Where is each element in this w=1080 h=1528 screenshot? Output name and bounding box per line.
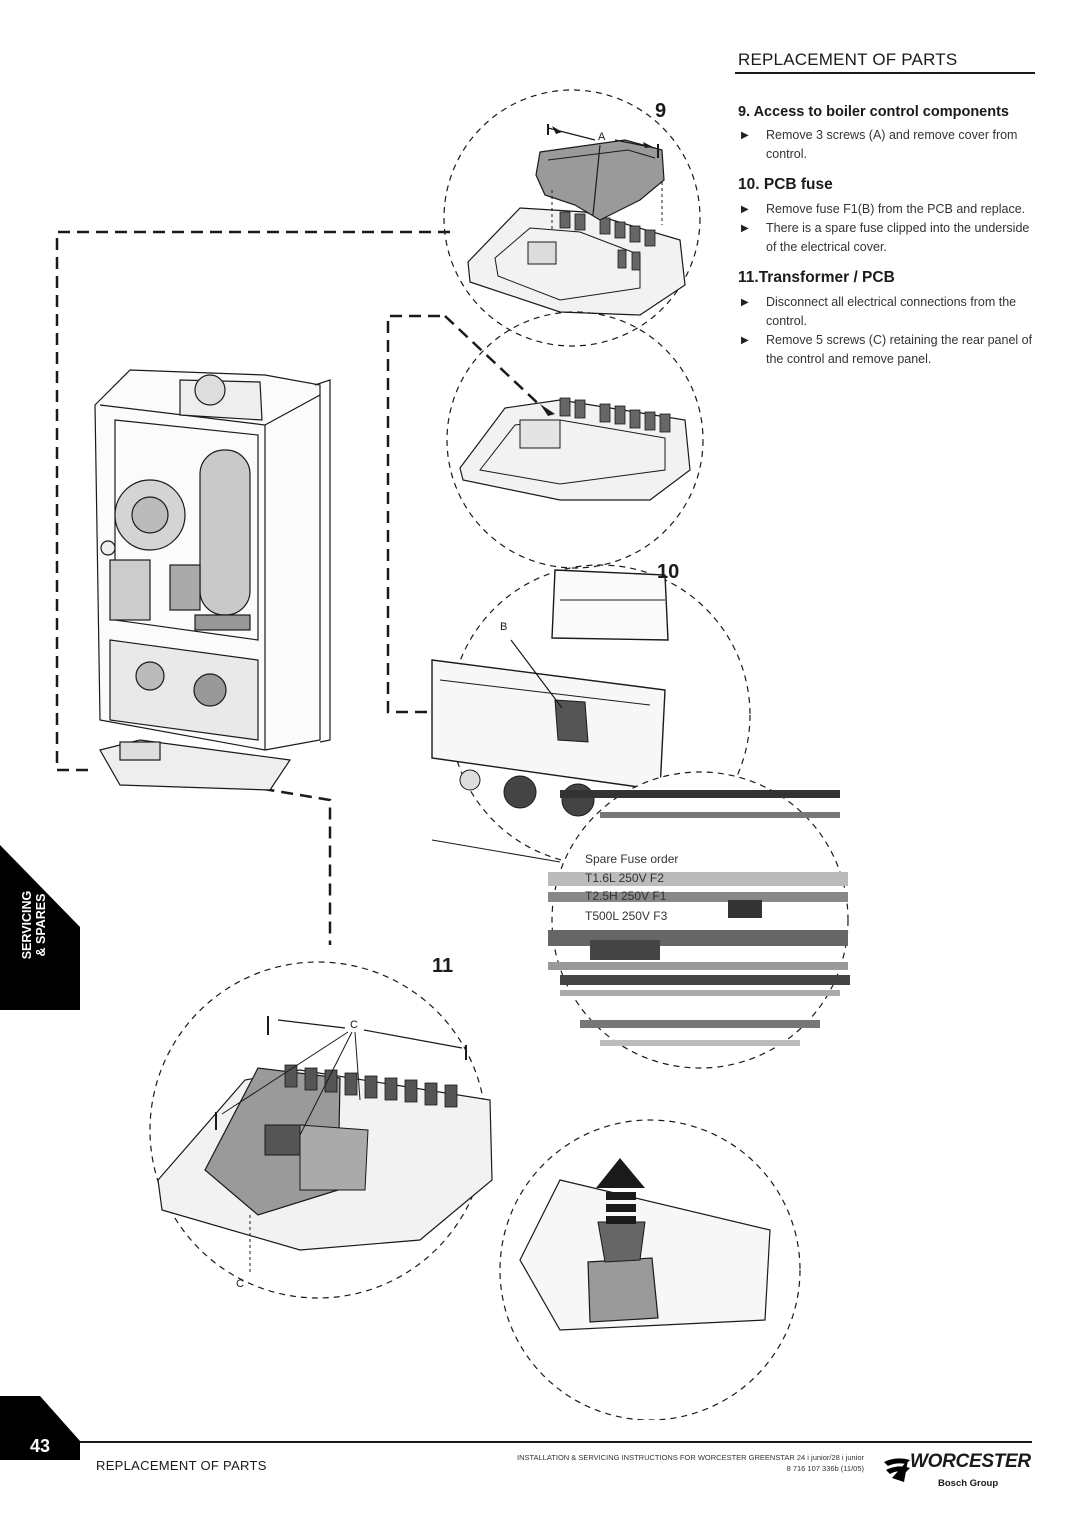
- page-number: 43: [30, 1436, 51, 1456]
- figure-number-9: 9: [655, 100, 666, 122]
- bullet-triangle-icon: ▶: [741, 130, 749, 141]
- detail-circle-10: [431, 564, 751, 866]
- bullet-item: ▶Remove fuse F1(B) from the PCB and repl…: [738, 200, 1038, 219]
- page-header-title: REPLACEMENT OF PARTS: [738, 50, 958, 69]
- figure-number-11: 11: [432, 955, 453, 977]
- instruction-column: 9. Access to boiler control components ▶…: [738, 104, 1038, 381]
- section-side-tab: [0, 845, 80, 1010]
- bullet-triangle-icon: ▶: [741, 335, 749, 346]
- callout-label-b: B: [500, 621, 507, 633]
- spare-fuse-line-3: T500L 250V F3: [585, 909, 668, 923]
- bullet-triangle-icon: ▶: [741, 223, 749, 234]
- spare-fuse-detail: Spare Fuse order T1.6L 250V F2 T2.5H 250…: [548, 771, 850, 1069]
- section-11-heading: 11.Transformer / PCB: [738, 269, 895, 286]
- figure-number-10: 10: [657, 561, 679, 583]
- bullet-triangle-icon: ▶: [741, 204, 749, 215]
- bullet-item: ▶Remove 5 screws (C) retaining the rear …: [741, 333, 1033, 366]
- header-rule: [735, 72, 1035, 74]
- callout-label-a: A: [598, 131, 606, 143]
- worcester-logo-icon: [884, 1458, 910, 1482]
- footer-section-title: REPLACEMENT OF PARTS: [96, 1458, 267, 1473]
- callout-label-c-top: C: [350, 1019, 358, 1031]
- bullet-item: ▶There is a spare fuse clipped into the …: [741, 221, 1030, 254]
- spare-fuse-line-1: T1.6L 250V F2: [585, 871, 664, 885]
- page-number-tab: [0, 1396, 80, 1460]
- detail-circle-11: [149, 961, 493, 1299]
- callout-label-c-bottom: C: [236, 1278, 244, 1290]
- detail-circle-control: [446, 311, 704, 569]
- bullet-item: ▶Remove 3 screws (A) and remove cover fr…: [741, 128, 1018, 161]
- bullet-triangle-icon: ▶: [741, 297, 749, 308]
- boiler-unit: [94, 369, 331, 791]
- spare-fuse-title: Spare Fuse order: [585, 852, 678, 866]
- side-tab-label: SERVICING & SPARES: [20, 890, 48, 960]
- transformer-removal-detail: [499, 1119, 801, 1420]
- up-arrow-icon: [596, 1158, 645, 1224]
- brand-subtitle: Bosch Group: [938, 1478, 999, 1489]
- footer-rule: [80, 1441, 1032, 1443]
- section-9-heading: 9. Access to boiler control components: [738, 104, 1009, 120]
- brand-name: WORCESTER: [910, 1451, 1031, 1472]
- spare-fuse-line-2: T2.5H 250V F1: [585, 889, 667, 903]
- detail-circle-9: [443, 89, 701, 347]
- footer-document-info: INSTALLATION & SERVICING INSTRUCTIONS FO…: [516, 1453, 864, 1473]
- boiler-control-illustration: 9 A 10 B: [55, 89, 850, 1420]
- section-10: 10. PCB fuse ▶Remove fuse F1(B) from the…: [738, 176, 1038, 257]
- section-11: 11.Transformer / PCB ▶Disconnect all ele…: [738, 269, 1038, 369]
- section-10-heading: 10. PCB fuse: [738, 176, 833, 193]
- bullet-item: ▶Disconnect all electrical connections f…: [741, 295, 1017, 328]
- section-9: 9. Access to boiler control components ▶…: [738, 104, 1038, 164]
